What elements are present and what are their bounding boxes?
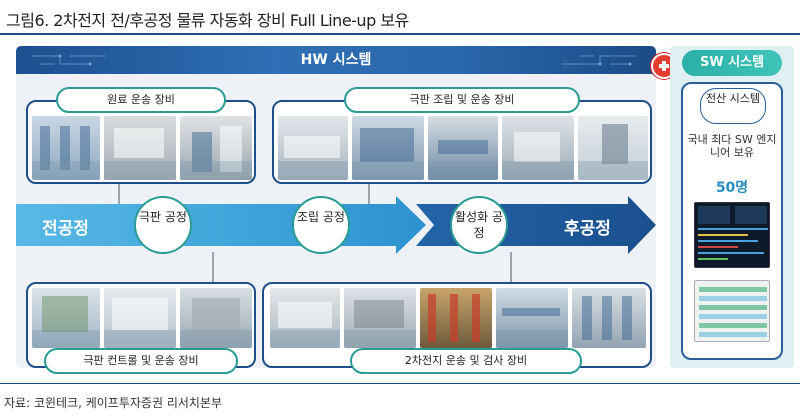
equipment-photo xyxy=(344,288,416,348)
equipment-photo xyxy=(270,288,340,348)
battery-inspection-equipment-label: 2차전지 운송 및 검사 장비 xyxy=(350,348,582,374)
equipment-photo xyxy=(32,288,100,348)
process-step-assembly: 조립 공정 xyxy=(292,196,350,254)
circuit-decoration-right xyxy=(562,55,636,66)
process-step-formation: 활성화 공정 xyxy=(450,196,508,254)
equipment-photo xyxy=(420,288,492,348)
it-system-label: 전산 시스템 xyxy=(700,88,766,124)
connector-line xyxy=(368,184,370,206)
process-step-electrode: 극판 공정 xyxy=(134,196,192,254)
connector-line xyxy=(118,184,120,206)
equipment-photo xyxy=(578,116,648,180)
equipment-photo xyxy=(180,288,252,348)
page-title: 그림6. 2차전지 전/후공정 물류 자동화 장비 Full Line-up 보… xyxy=(6,11,409,30)
electrode-assembly-equipment-label: 극판 조립 및 운송 장비 xyxy=(344,87,580,113)
title-divider xyxy=(0,33,800,35)
raw-material-equipment-label: 원료 운송 장비 xyxy=(56,87,226,113)
equipment-photo xyxy=(502,116,574,180)
software-screenshot xyxy=(694,202,770,268)
electrode-assembly-equipment-box xyxy=(272,100,652,184)
connector-line xyxy=(212,252,214,282)
footer-divider xyxy=(0,383,800,384)
front-process-label: 전공정 xyxy=(42,219,89,239)
circuit-decoration-left xyxy=(32,54,106,66)
equipment-photo xyxy=(428,116,498,180)
equipment-photo xyxy=(352,116,424,180)
equipment-photo xyxy=(278,116,348,180)
raw-material-equipment-box xyxy=(26,100,256,184)
connector-line xyxy=(510,252,512,282)
electrode-control-equipment-label: 극판 컨트롤 및 운송 장비 xyxy=(44,348,238,374)
sw-engineer-description: 국내 최다 SW 엔지니어 보유 xyxy=(687,133,777,159)
equipment-photo xyxy=(104,116,176,180)
software-screenshot xyxy=(694,280,770,342)
equipment-photo xyxy=(496,288,568,348)
equipment-photo xyxy=(180,116,252,180)
source-note: 자료: 코윈테크, 케이프투자증권 리서치본부 xyxy=(4,396,223,410)
equipment-photo xyxy=(572,288,646,348)
equipment-photo xyxy=(104,288,176,348)
sw-engineer-count: 50명 xyxy=(715,180,749,196)
hw-system-header: HW 시스템 xyxy=(16,46,656,74)
equipment-photo xyxy=(32,116,100,180)
back-process-label: 후공정 xyxy=(564,219,611,239)
sw-system-header: SW 시스템 xyxy=(682,50,782,76)
